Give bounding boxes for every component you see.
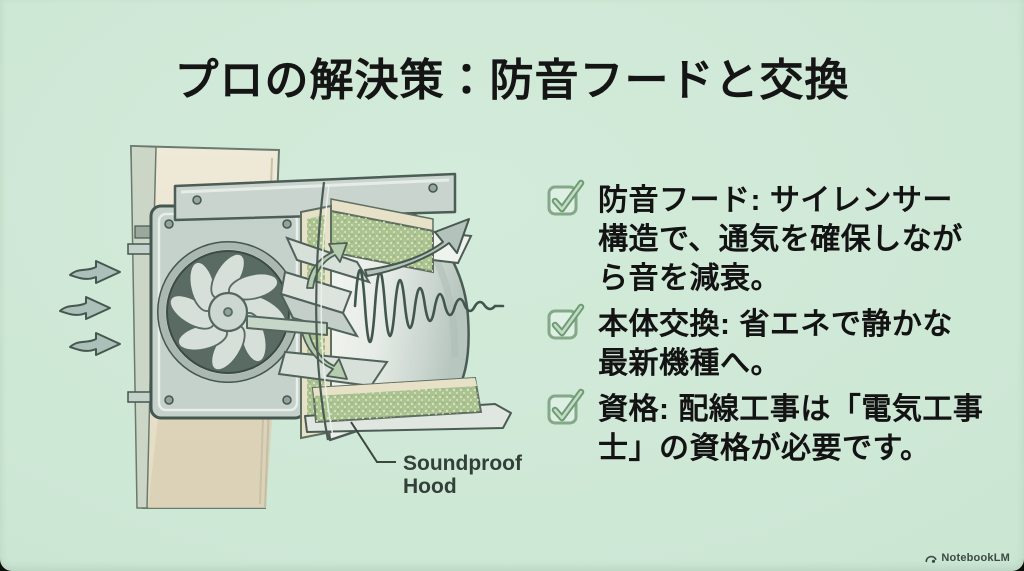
checkbox-checked-icon xyxy=(547,388,585,425)
bullet-line: 防音フード: サイレンサー xyxy=(598,184,953,217)
intake-airflow-arrows xyxy=(59,260,121,356)
bullet-item-license: 資格: 配線工事は「電気工事 士」の資格が必要です。 xyxy=(546,388,1012,468)
bullet-text: 資格: 配線工事は「電気工事 士」の資格が必要です。 xyxy=(598,390,983,468)
fan-shaft xyxy=(246,315,328,336)
label-line-2: Hood xyxy=(403,475,457,498)
page-title: プロの解決策：防音フードと交換 xyxy=(174,56,850,105)
sound-wave xyxy=(353,268,505,344)
hood-cut-edge xyxy=(315,181,334,441)
insulation-top-slab xyxy=(330,198,434,274)
watermark-label: NotebookLM xyxy=(941,552,1010,564)
bullet-line: ら音を減衰。 xyxy=(598,262,781,295)
bullet-text: 防音フード: サイレンサー 構造で、通気を確保しなが ら音を減衰。 xyxy=(598,181,963,298)
notebooklm-watermark: NotebookLM xyxy=(925,552,1010,564)
checkbox-checked-icon xyxy=(547,179,585,216)
fan-blades xyxy=(157,241,299,383)
soundproof-hood-label: Soundproof Hood xyxy=(350,421,523,498)
bullet-line: 構造で、通気を確保しなが xyxy=(598,223,963,256)
bullet-line: 士」の資格が必要です。 xyxy=(598,432,931,465)
bullet-list: 防音フード: サイレンサー 構造で、通気を確保しなが ら音を減衰。 本体交換: … xyxy=(546,179,1012,475)
bullet-text: 本体交換: 省エネで静かな 最新機種へ。 xyxy=(598,305,953,383)
bullet-line: 資格: 配線工事は「電気工事 xyxy=(598,393,984,426)
bullet-item-unit-replacement: 本体交換: 省エネで静かな 最新機種へ。 xyxy=(546,303,1012,383)
bullet-line: 最新機種へ。 xyxy=(598,347,781,380)
checkbox-checked-icon xyxy=(547,303,585,340)
bullet-item-soundproof-hood: 防音フード: サイレンサー 構造で、通気を確保しなが ら音を減衰。 xyxy=(546,179,1012,298)
ventilation-fan-illustration: Soundproof Hood xyxy=(59,144,523,509)
label-line-1: Soundproof xyxy=(403,452,523,475)
top-bracket xyxy=(173,172,457,222)
exhaust-arrow xyxy=(364,218,470,277)
notebooklm-logo-icon xyxy=(925,555,937,563)
bullet-line: 本体交換: 省エネで静かな xyxy=(598,308,953,341)
hood-bottom-tray xyxy=(304,376,512,433)
